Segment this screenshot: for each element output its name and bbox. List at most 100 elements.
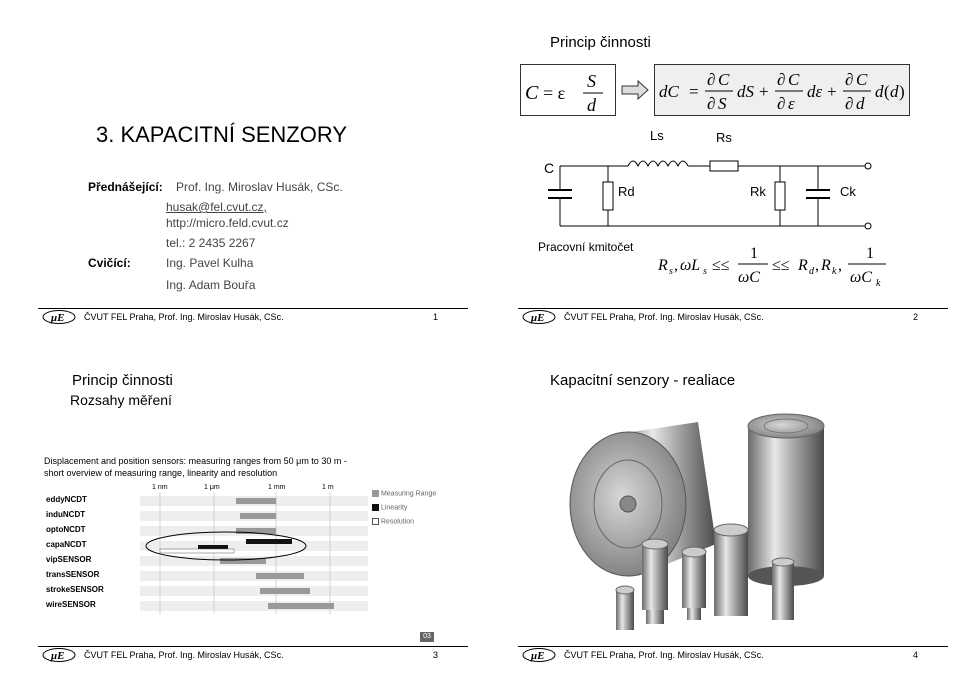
lecturer-name: Prof. Ing. Miroslav Husák, CSc. <box>176 180 343 194</box>
svg-text:C: C <box>718 70 730 89</box>
slide-footer: μE ČVUT FEL Praha, Prof. Ing. Miroslav H… <box>518 646 948 664</box>
capacitance-formula-box: C = ε S d <box>520 64 616 116</box>
svg-text:d: d <box>587 95 597 115</box>
svg-text:k: k <box>876 278 881 289</box>
svg-text:S: S <box>718 94 727 113</box>
label-c: C <box>544 160 554 176</box>
svg-text:∂: ∂ <box>707 70 715 89</box>
page-number: 3 <box>433 650 438 660</box>
svg-text:1: 1 <box>750 245 758 262</box>
svg-text:dε: dε <box>807 82 823 101</box>
svg-text:C: C <box>856 70 868 89</box>
equivalent-circuit-diagram <box>518 126 948 238</box>
svg-text:∂: ∂ <box>707 94 715 113</box>
page-number: 1 <box>433 312 438 322</box>
legend-linearity: Linearity <box>372 504 436 518</box>
slide-2: Princip činnosti C = ε S d dC = ∂C ∂S dS… <box>518 8 948 338</box>
sensor-strokesensor: strokeSENSOR <box>46 585 104 594</box>
svg-text:μE: μE <box>50 650 64 662</box>
email-link[interactable]: husak@fel.cvut.cz, <box>166 200 267 214</box>
faculty-logo-icon: μE <box>522 647 556 663</box>
svg-text:ωC: ωC <box>850 269 872 286</box>
svg-text:=: = <box>689 82 699 101</box>
svg-text:μE: μE <box>530 650 544 662</box>
slide-title: Princip činnosti <box>550 34 651 51</box>
faculty-logo-icon: μE <box>42 309 76 325</box>
svg-text:= ε: = ε <box>543 83 566 103</box>
faculty-logo-icon: μE <box>522 309 556 325</box>
web-link[interactable]: http://micro.feld.cvut.cz <box>166 216 289 230</box>
chart-legend: Measuring Range Linearity Resolution <box>372 490 436 532</box>
svg-text:C: C <box>788 70 800 89</box>
exercise-teacher-2: Ing. Adam Bouřa <box>166 278 255 292</box>
differential-formula: dC = ∂C ∂S dS + ∂C ∂ε dε + ∂C ∂d d(d) <box>655 65 911 117</box>
sensor-wiresensor: wireSENSOR <box>46 600 96 609</box>
small-sensor-image-4 <box>714 524 748 616</box>
svg-text:ωC: ωC <box>738 269 760 286</box>
svg-text:μE: μE <box>50 312 64 324</box>
label-ls: Ls <box>650 128 664 143</box>
svg-text:R: R <box>657 257 668 274</box>
footer-org: ČVUT FEL Praha, Prof. Ing. Miroslav Husá… <box>84 312 284 322</box>
svg-text:,: , <box>674 257 678 274</box>
small-sensor-image-5 <box>772 558 794 620</box>
sensor-induncdt: induNCDT <box>46 510 85 519</box>
differential-formula-box: dC = ∂C ∂S dS + ∂C ∂ε dε + ∂C ∂d d(d) <box>654 64 910 116</box>
footer-org: ČVUT FEL Praha, Prof. Ing. Miroslav Husá… <box>84 650 284 660</box>
lecturer-label: Přednášející: <box>88 180 163 194</box>
footer-org: ČVUT FEL Praha, Prof. Ing. Miroslav Husá… <box>564 650 764 660</box>
svg-text:R: R <box>820 257 831 274</box>
slide-title: Princip činnosti <box>72 372 173 389</box>
slide-footer: μE ČVUT FEL Praha, Prof. Ing. Miroslav H… <box>38 646 468 664</box>
exercise-label: Cvičící: <box>88 256 131 270</box>
svg-text:∂: ∂ <box>845 70 853 89</box>
slide-4: Kapacitní senzory - realiace <box>518 346 948 676</box>
svg-text:k: k <box>832 266 837 277</box>
sensor-transsensor: transSENSOR <box>46 570 99 579</box>
svg-text:d: d <box>890 82 899 101</box>
capacitance-formula: C = ε S d <box>521 65 617 117</box>
slide-footer: μE ČVUT FEL Praha, Prof. Ing. Miroslav H… <box>38 308 468 326</box>
svg-text:∂: ∂ <box>777 94 785 113</box>
svg-text:d: d <box>856 94 865 113</box>
legend-swatch-white <box>372 518 379 525</box>
capacitive-sensors-photo <box>548 394 928 638</box>
sensor-eddyncdt: eddyNCDT <box>46 495 87 504</box>
svg-text:ε: ε <box>788 94 795 113</box>
exercise-teacher-1: Ing. Pavel Kulha <box>166 256 253 270</box>
footer-org: ČVUT FEL Praha, Prof. Ing. Miroslav Husá… <box>564 312 764 322</box>
scale-label-nm: 1 nm <box>152 484 168 491</box>
label-ck: Ck <box>840 184 856 199</box>
slide-subtitle: Rozsahy měření <box>70 392 172 408</box>
chart-heading-2: short overview of measuring range, linea… <box>44 468 277 478</box>
small-sensor-image-1 <box>616 586 634 630</box>
arrow-right-icon <box>620 80 650 100</box>
svg-text:S: S <box>587 71 596 91</box>
label-rk: Rk <box>750 184 766 199</box>
svg-text:R: R <box>797 257 808 274</box>
sensor-vipsensor: vipSENSOR <box>46 555 91 564</box>
svg-text:,: , <box>838 257 842 274</box>
svg-text:dS: dS <box>737 82 755 101</box>
small-sensor-image-3 <box>682 547 706 620</box>
sensor-range-chart: Displacement and position sensors: measu… <box>40 442 368 628</box>
sensor-optoncdt: optoNCDT <box>46 525 86 534</box>
slide-1: 3. KAPACITNÍ SENZORY Přednášející: Prof.… <box>38 8 468 338</box>
svg-text:1: 1 <box>866 245 874 262</box>
svg-text:s: s <box>669 266 673 277</box>
legend-resolution: Resolution <box>372 518 436 532</box>
legend-swatch-gray <box>372 490 379 497</box>
scale-label-mm: 1 mm <box>268 484 286 491</box>
slide-footer: μE ČVUT FEL Praha, Prof. Ing. Miroslav H… <box>518 308 948 326</box>
svg-text:): ) <box>899 82 905 101</box>
slide-badge: 03 <box>420 632 434 642</box>
scale-label-m: 1 m <box>322 484 334 491</box>
svg-text:,: , <box>815 257 819 274</box>
legend-measuring-range: Measuring Range <box>372 490 436 504</box>
label-rs: Rs <box>716 130 732 145</box>
svg-text:dC: dC <box>659 82 680 101</box>
svg-text:ωL: ωL <box>680 257 700 274</box>
faculty-logo-icon: μE <box>42 647 76 663</box>
sensor-capancdt: capaNCDT <box>46 540 86 549</box>
label-rd: Rd <box>618 184 635 199</box>
